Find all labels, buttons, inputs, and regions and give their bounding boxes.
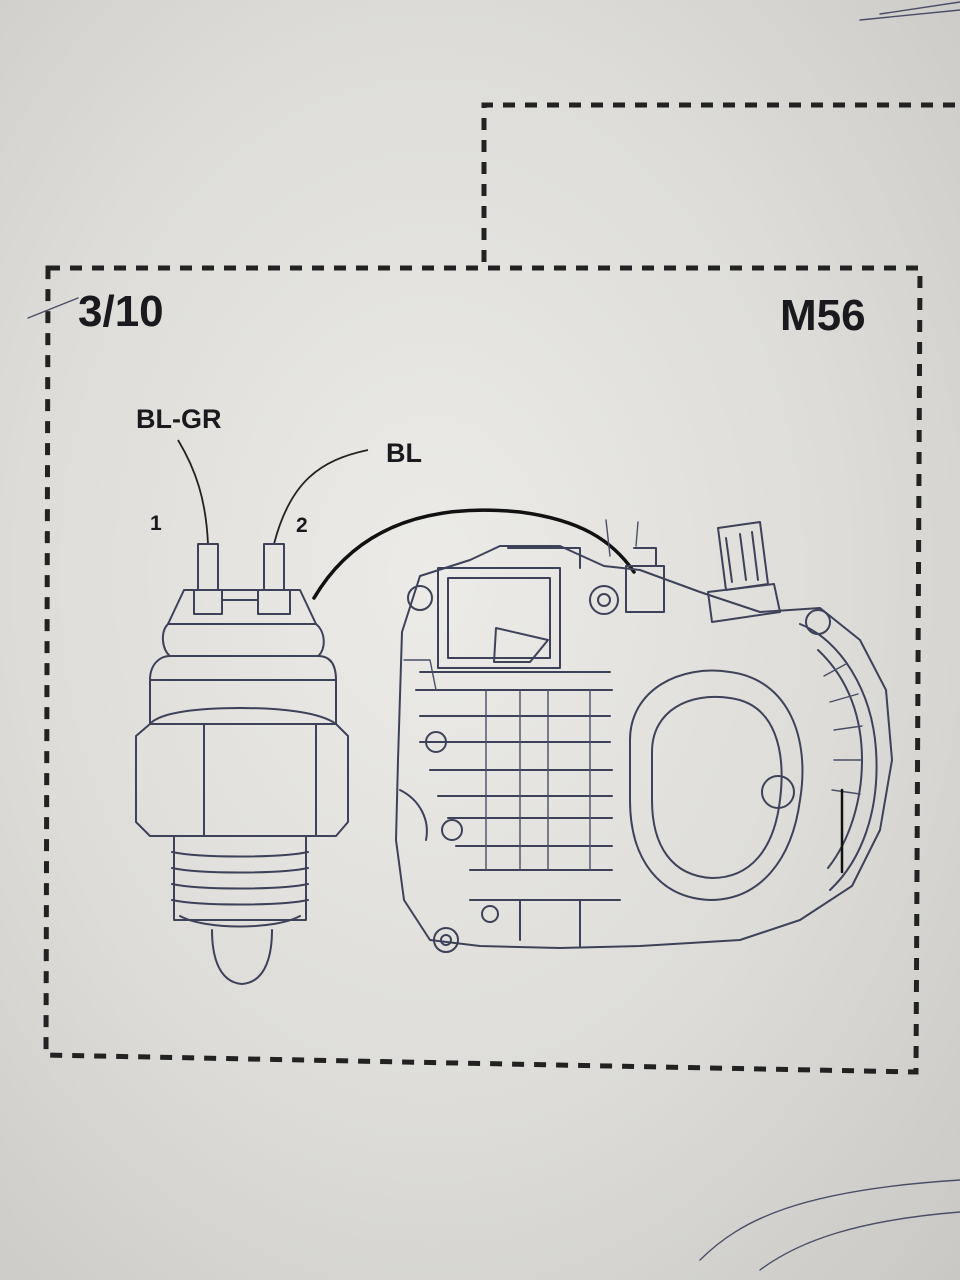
pointer-arrow bbox=[312, 508, 636, 600]
corner-fragment-top-2 bbox=[879, 1, 960, 15]
corner-fragment-bottom-2 bbox=[759, 1211, 960, 1271]
component-code: M56 bbox=[780, 291, 866, 340]
upper-dashed-frame bbox=[481, 102, 960, 262]
sensor-switch bbox=[135, 543, 349, 985]
wire-label-bl-gr: BL-GR bbox=[136, 404, 221, 434]
engine-illustration bbox=[395, 519, 893, 953]
wire-bl-gr bbox=[177, 439, 209, 545]
pin-number-2: 2 bbox=[296, 514, 308, 537]
wire-label-bl: BL bbox=[386, 438, 422, 468]
corner-fragment-top bbox=[859, 9, 960, 21]
pin-number-1: 1 bbox=[150, 512, 162, 535]
wire-bl bbox=[273, 449, 369, 545]
page-reference: 3/10 bbox=[78, 287, 164, 336]
corner-tick bbox=[27, 297, 79, 319]
corner-fragment-bottom bbox=[699, 1179, 960, 1261]
main-dashed-frame bbox=[43, 265, 923, 1075]
